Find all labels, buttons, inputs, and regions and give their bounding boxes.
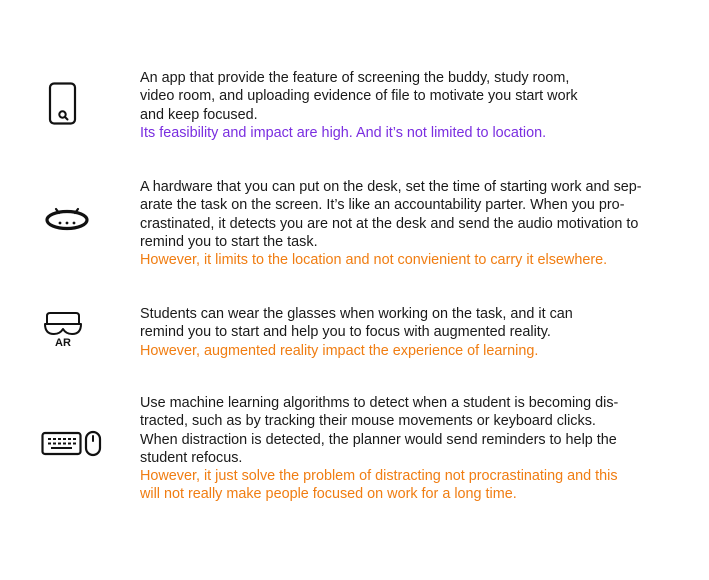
- evaluation-note: However, it limits to the location and n…: [140, 252, 608, 269]
- idea-description: A hardware that you can put on the desk,…: [140, 178, 642, 269]
- evaluation-note: will not really make people focused on w…: [140, 486, 517, 503]
- evaluation-note: However, it just solve the problem of di…: [140, 468, 618, 485]
- description-line: Students can wear the glasses when worki…: [140, 306, 573, 322]
- description-line: and keep focused.: [140, 106, 258, 123]
- desk-device-icon: [45, 207, 89, 231]
- description-line: A hardware that you can put on the desk,…: [140, 179, 642, 195]
- keyboard-mouse-icon: [41, 430, 102, 457]
- description-line: When distraction is detected, the planne…: [140, 431, 617, 448]
- idea-description: Use machine learning algorithms to detec…: [140, 394, 618, 504]
- evaluation-note: Its feasibility and impact are high. And…: [140, 124, 547, 141]
- ar-label: AR: [55, 337, 71, 348]
- description-line: arate the task on the screen. It’s like …: [140, 197, 625, 214]
- idea-description: An app that provide the feature of scree…: [140, 69, 578, 142]
- description-line: remind you to start and help you to focu…: [140, 324, 551, 341]
- idea-description: Students can wear the glasses when worki…: [140, 305, 573, 360]
- evaluation-note: However, augmented reality impact the ex…: [140, 342, 539, 359]
- ar-glasses-icon: AR: [44, 312, 82, 348]
- description-line: An app that provide the feature of scree…: [140, 70, 570, 86]
- description-line: remind you to start the task.: [140, 233, 318, 250]
- description-line: video room, and uploading evidence of fi…: [140, 88, 578, 105]
- description-line: crastinated, it detects you are not at t…: [140, 215, 639, 232]
- description-line: tracted, such as by tracking their mouse…: [140, 413, 596, 430]
- description-line: Use machine learning algorithms to detec…: [140, 395, 619, 411]
- smartphone-icon: [48, 82, 77, 125]
- description-line: student refocus.: [140, 449, 243, 466]
